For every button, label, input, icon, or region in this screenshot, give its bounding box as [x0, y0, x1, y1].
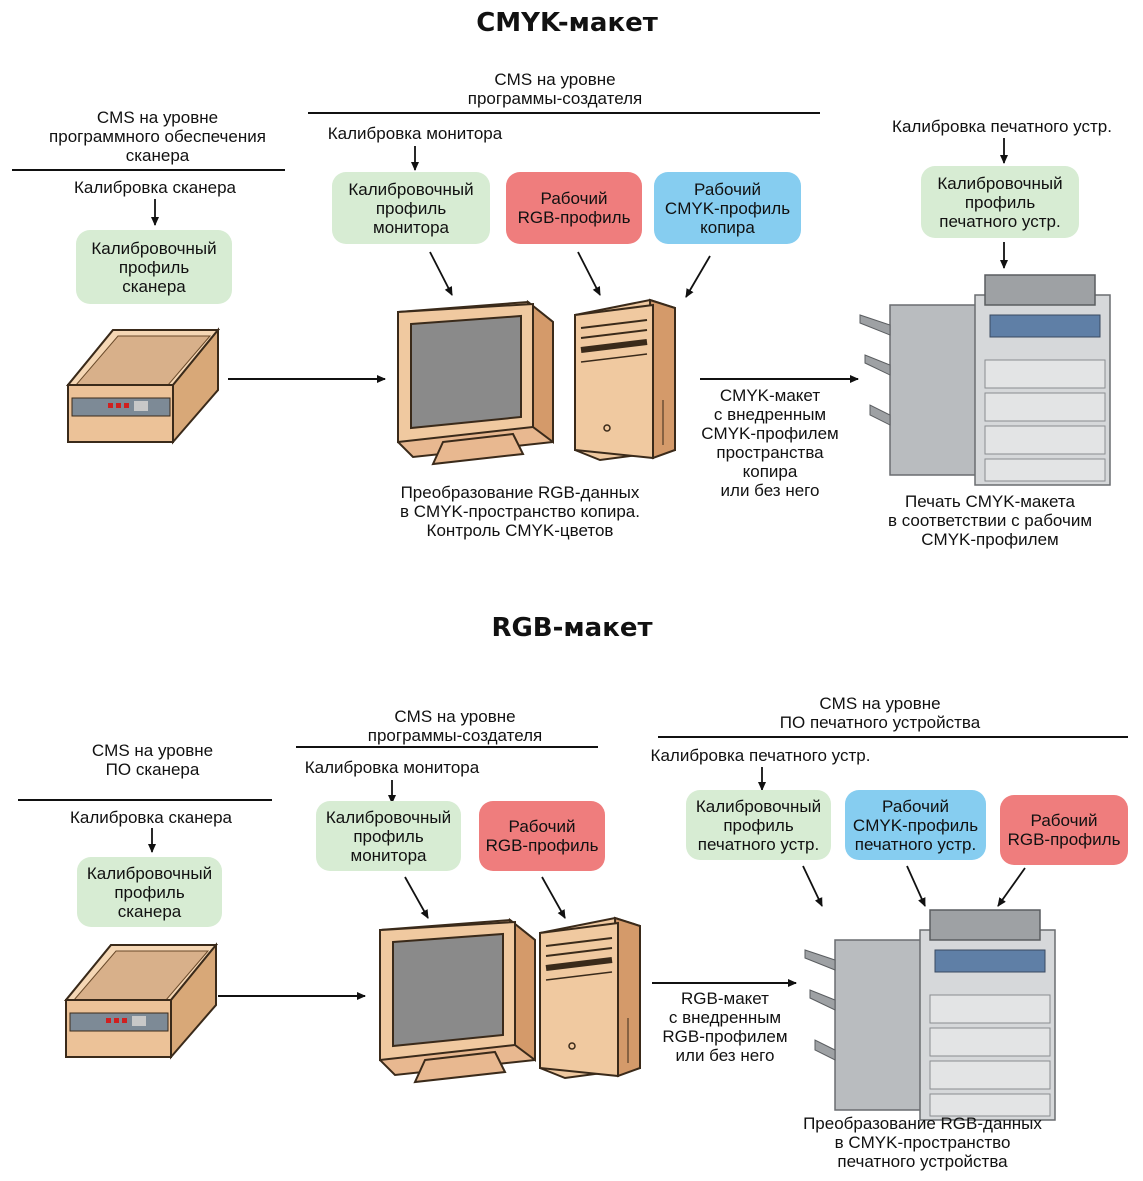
- cmyk-transfer-caption: CMYK-макет с внедренным CMYK-профилем пр…: [701, 386, 839, 500]
- cmyk-printer-calibration: Калибровка печатного устр.: [892, 117, 1112, 136]
- rgb-monitor-profile-box: Калибровочный профиль монитора: [316, 801, 461, 871]
- cmyk-working-rgb-box: Рабочий RGB-профиль: [506, 172, 642, 244]
- rgb-working-rgb-box: Рабочий RGB-профиль: [479, 801, 605, 871]
- rgb-printer-working-cmyk-box: Рабочий CMYK-профиль печатного устр.: [845, 790, 986, 860]
- cmyk-monitor-device: [397, 301, 554, 465]
- cmyk-workstation-caption: Преобразование RGB-данных в CMYK-простра…: [400, 483, 640, 540]
- rgb-monitor-device: [379, 919, 536, 1083]
- cmyk-app-cms-label: CMS на уровне программы-создателя: [467, 70, 643, 108]
- cmyk-scanner-profile-box: Калибровочный профиль сканера: [76, 230, 232, 304]
- cmyk-scanner-cms-label: CMS на уровне программного обеспечения с…: [49, 108, 266, 165]
- cmyk-working-cmyk-box: Рабочий CMYK-профиль копира: [654, 172, 801, 244]
- rgb-printer-cms-label: CMS на уровне ПО печатного устройства: [779, 694, 981, 732]
- cmyk-scanner-device: [67, 329, 219, 443]
- cmyk-section-title: CMYK-макет: [476, 8, 658, 38]
- cmyk-printer-profile-box: Калибровочный профиль печатного устр.: [921, 166, 1079, 238]
- rgb-scanner-cms-label: CMS на уровне ПО сканера: [91, 741, 214, 779]
- cmyk-printer-caption: Печать CMYK-макета в соответствии с рабо…: [887, 492, 1093, 549]
- cmyk-scanner-calibration: Калибровка сканера: [74, 178, 236, 197]
- rgb-printer-calibration: Калибровка печатного устр.: [650, 746, 871, 765]
- rgb-scanner-device: [65, 944, 217, 1058]
- rgb-printer-working-rgb-box: Рабочий RGB-профиль: [1000, 795, 1128, 865]
- rgb-transfer-caption: RGB-макет с внедренным RGB-профилем или …: [662, 989, 788, 1065]
- rgb-section-title: RGB-макет: [491, 613, 653, 643]
- rgb-printer-device: [804, 909, 1056, 1121]
- rgb-monitor-calibration: Калибровка монитора: [304, 758, 480, 777]
- cmyk-monitor-profile-box: Калибровочный профиль монитора: [332, 172, 490, 244]
- rgb-tower-device: [540, 918, 640, 1078]
- cmyk-tower-device: [575, 300, 675, 460]
- rgb-printer-caption: Преобразование RGB-данных в CMYK-простра…: [803, 1114, 1042, 1171]
- rgb-app-cms-label: CMS на уровне программы-создателя: [367, 707, 543, 745]
- rgb-scanner-profile-box: Калибровочный профиль сканера: [77, 857, 222, 927]
- cmyk-monitor-calibration: Калибровка монитора: [327, 124, 503, 143]
- rgb-scanner-calibration: Калибровка сканера: [70, 808, 232, 827]
- rgb-printer-profile-box: Калибровочный профиль печатного устр.: [686, 790, 831, 860]
- cmyk-printer-device: [859, 274, 1111, 486]
